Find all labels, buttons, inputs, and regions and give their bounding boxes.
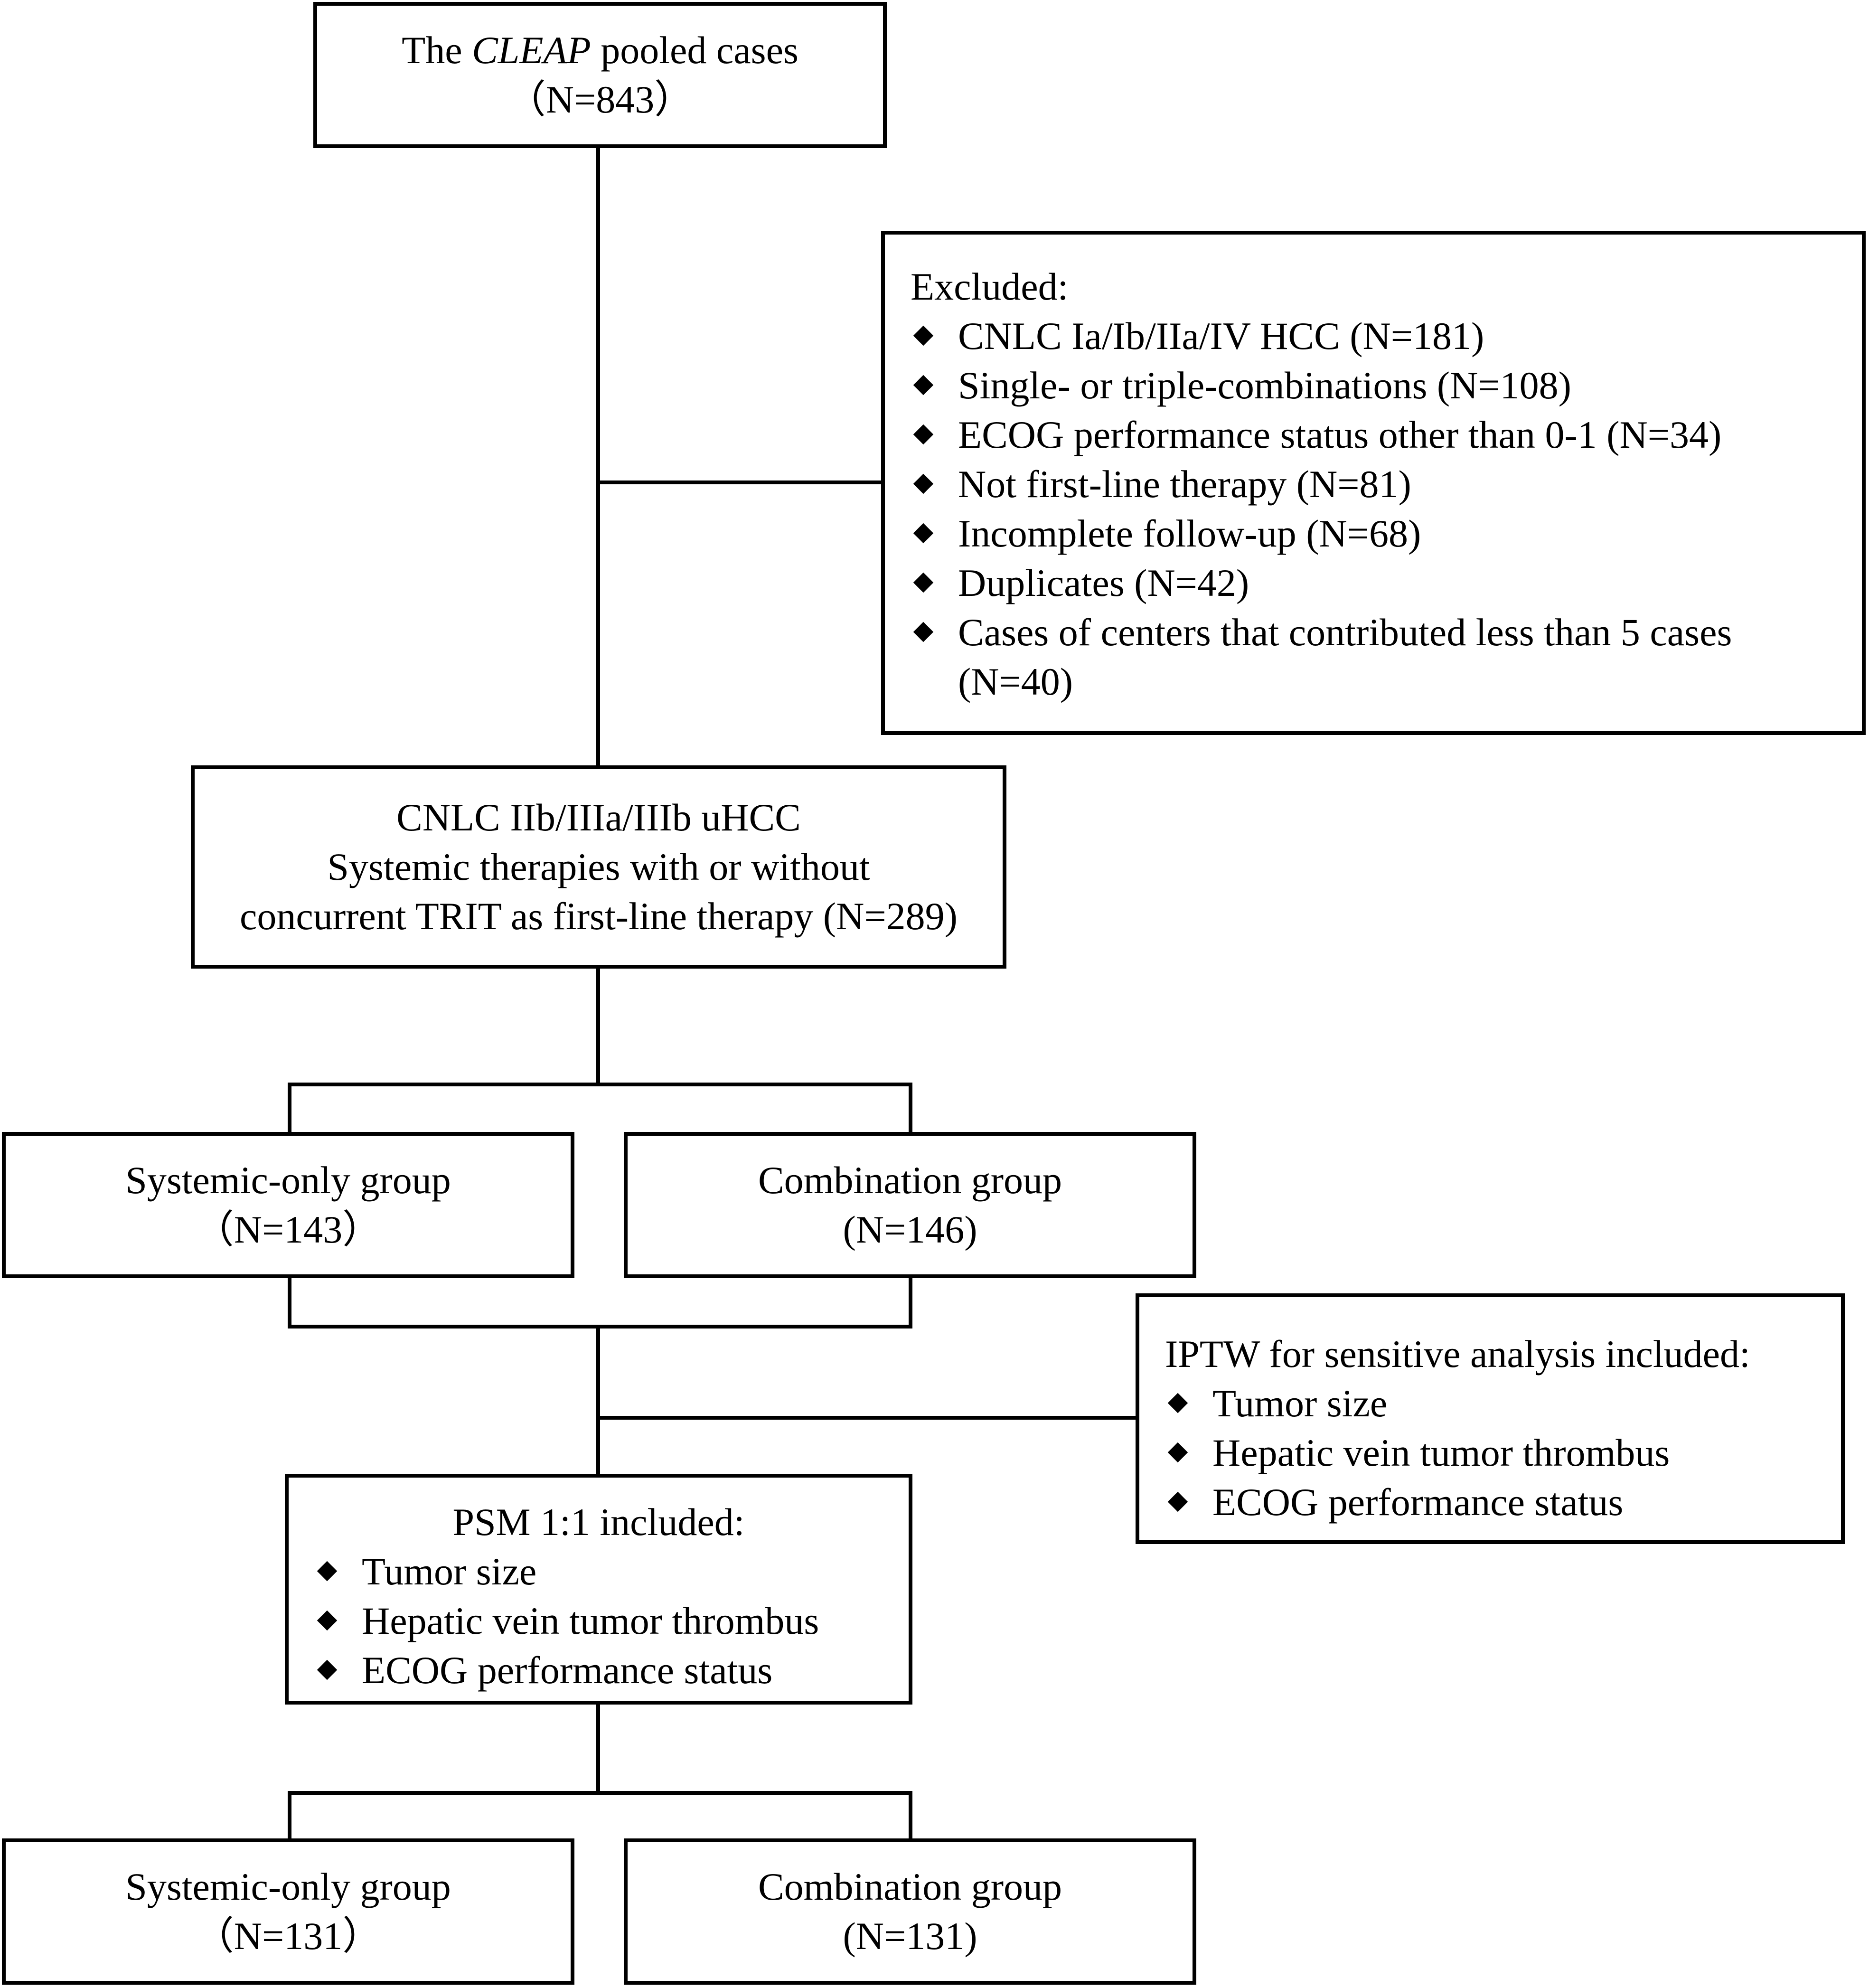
connector-iptw-branch — [596, 1416, 1139, 1420]
connector-split-2-right — [909, 1791, 912, 1842]
connector-psm-down — [596, 1702, 600, 1795]
connector-split-1-left — [288, 1083, 291, 1134]
iptw-item: Hepatic vein tumor thrombus — [1165, 1428, 1841, 1478]
connector-merge-down — [596, 1325, 600, 1477]
systemic-only-group-box: Systemic-only group （N=143） — [2, 1132, 574, 1278]
eligible-cohort-box: CNLC IIb/IIIa/IIIb uHCC Systemic therapi… — [191, 765, 1006, 969]
excluded-item: ECOG performance status other than 0-1 (… — [911, 410, 1862, 460]
iptw-item: Tumor size — [1165, 1379, 1841, 1428]
eligible-line-2: Systemic therapies with or without — [327, 845, 870, 888]
iptw-heading: IPTW for sensitive analysis included: — [1165, 1332, 1750, 1376]
excluded-item: CNLC Ia/Ib/IIa/IV HCC (N=181) — [911, 311, 1862, 361]
combination-group-box: Combination group (N=146) — [624, 1132, 1196, 1278]
diamond-bullet-icon — [913, 375, 934, 396]
connector-merge — [288, 1325, 912, 1328]
excluded-item: Not first-line therapy (N=81) — [911, 460, 1862, 509]
matched-systemic-only-group-box: Systemic-only group （N=131） — [2, 1838, 574, 1985]
connector-merge-left — [288, 1276, 291, 1328]
diamond-bullet-icon — [1167, 1491, 1188, 1512]
connector-top-vertical — [596, 146, 600, 767]
eligible-line-3: concurrent TRIT as first-line therapy (N… — [240, 895, 958, 938]
diamond-bullet-icon — [913, 473, 934, 494]
matched-combination-count: (N=131) — [843, 1914, 977, 1958]
diamond-bullet-icon — [913, 622, 934, 642]
diamond-bullet-icon — [317, 1659, 338, 1680]
excluded-heading: Excluded: — [911, 265, 1069, 308]
connector-merge-right — [909, 1276, 912, 1328]
psm-item: Tumor size — [314, 1547, 909, 1596]
diamond-bullet-icon — [913, 325, 934, 346]
combination-count: (N=146) — [843, 1208, 977, 1251]
diamond-bullet-icon — [317, 1610, 338, 1631]
matched-combination-label: Combination group — [758, 1865, 1062, 1908]
iptw-list: Tumor size Hepatic vein tumor thrombus E… — [1165, 1379, 1841, 1527]
connector-middle-down — [596, 967, 600, 1086]
psm-box: PSM 1:1 included: Tumor size Hepatic vei… — [285, 1474, 912, 1705]
matched-systemic-only-count: （N=131） — [195, 1914, 382, 1958]
pooled-cases-title: The CLEAP pooled cases — [402, 28, 798, 72]
excluded-item: Cases of centers that contributed less t… — [911, 608, 1862, 707]
diamond-bullet-icon — [913, 523, 934, 544]
excluded-item: Single- or triple-combinations (N=108) — [911, 361, 1862, 410]
diamond-bullet-icon — [913, 424, 934, 445]
combination-label: Combination group — [758, 1159, 1062, 1202]
connector-split-2 — [288, 1791, 912, 1795]
diamond-bullet-icon — [1167, 1442, 1188, 1463]
matched-systemic-only-label: Systemic-only group — [125, 1865, 451, 1908]
pooled-cases-count: （N=843） — [507, 78, 694, 121]
psm-item: Hepatic vein tumor thrombus — [314, 1596, 909, 1646]
iptw-box: IPTW for sensitive analysis included: Tu… — [1136, 1293, 1845, 1544]
excluded-box: Excluded: CNLC Ia/Ib/IIa/IV HCC (N=181) … — [881, 231, 1866, 735]
systemic-only-label: Systemic-only group — [125, 1159, 451, 1202]
matched-combination-group-box: Combination group (N=131) — [624, 1838, 1196, 1985]
iptw-item: ECOG performance status — [1165, 1478, 1841, 1527]
psm-list: Tumor size Hepatic vein tumor thrombus E… — [289, 1547, 909, 1695]
excluded-item: Incomplete follow-up (N=68) — [911, 509, 1862, 558]
connector-split-2-left — [288, 1791, 291, 1842]
psm-item: ECOG performance status — [314, 1646, 909, 1695]
systemic-only-count: （N=143） — [195, 1208, 382, 1251]
pooled-cases-box: The CLEAP pooled cases （N=843） — [313, 2, 887, 148]
diamond-bullet-icon — [1167, 1393, 1188, 1413]
connector-split-1 — [288, 1083, 912, 1086]
diamond-bullet-icon — [913, 572, 934, 593]
connector-split-1-right — [909, 1083, 912, 1134]
connector-excluded-branch — [596, 481, 885, 484]
eligible-line-1: CNLC IIb/IIIa/IIIb uHCC — [396, 796, 801, 839]
psm-heading: PSM 1:1 included: — [452, 1500, 745, 1544]
diamond-bullet-icon — [317, 1561, 338, 1582]
excluded-list: CNLC Ia/Ib/IIa/IV HCC (N=181) Single- or… — [911, 311, 1862, 707]
excluded-item: Duplicates (N=42) — [911, 558, 1862, 608]
cleap-name: CLEAP — [472, 28, 591, 72]
